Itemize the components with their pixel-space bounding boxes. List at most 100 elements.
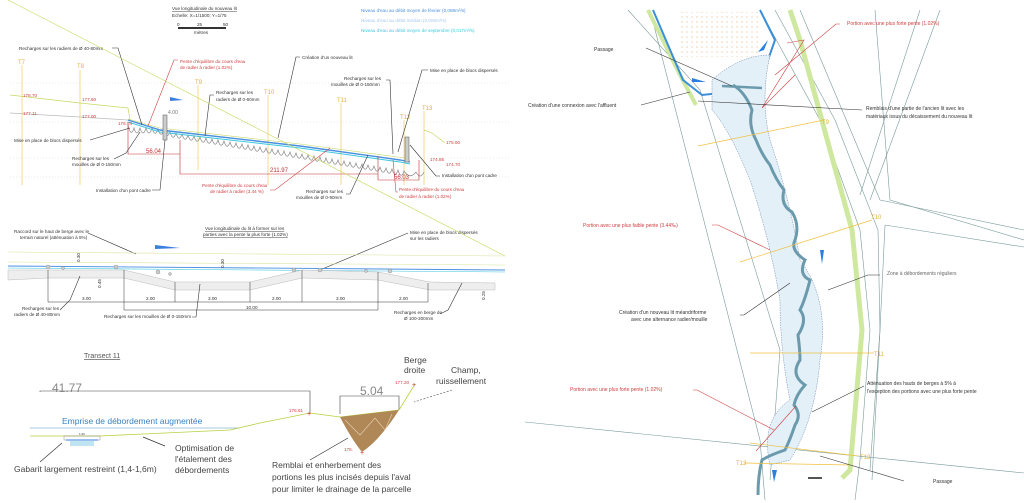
dimension-label: 4.00 [168,110,178,116]
annotation: radiers de Ø 0-60mm [216,97,260,102]
transect-label: T10 [264,90,275,96]
transect-title: Transect 11 [84,353,120,360]
annotation: Ø 100-300mm [404,316,434,321]
annotation: de radier à radier (1.02%) [180,65,233,70]
elevation-label: 177.11 [23,111,37,116]
annotation: Remblais d'une partie de l'ancien lit av… [866,106,965,112]
segment-length: 2.00 [272,296,281,301]
flow-arrow-icon [758,40,768,52]
elevation-label: 175.60 [446,140,460,145]
elevation-label: 176.61 [289,408,303,413]
elevation-label: 176.84 [118,121,132,126]
annotation: Zone à débordements réguliers [887,271,957,277]
water-line [7,265,506,271]
annotation: Passage [594,47,614,53]
fill-backfill [340,410,399,452]
annotation: Gabarit largement restreint (1,4-1,6m) [14,464,157,474]
scale-tick: 25 [197,22,203,27]
svg-text:+: + [360,450,364,457]
transect-label: T7 [18,60,26,66]
annotation: Recharges sur les [72,156,110,161]
elevation-label: 177.00 [82,114,96,119]
dimension-label: 56.03 [394,175,410,181]
annotation: ruissellement [436,376,487,386]
annotation: droite [404,365,426,375]
height-label: 0.25 [481,291,486,300]
annotation: Recharges sur les [216,90,254,95]
transect-label: T11 [337,98,348,104]
elevation-label: 174.85 [430,157,444,162]
elevation-label: 177.20 [395,380,409,385]
overflow-zone [711,54,823,466]
detail-profile: Vue longitudinale du lit à former sur le… [7,0,506,321]
scale-bar [178,27,226,29]
annotation: Berge [404,355,427,365]
annotation: portions les plus incisés depuis l'aval [272,472,411,482]
annotation: Mise en place de blocs dispersés [430,68,498,73]
annotation: Mise en place de blocs dispersés [14,138,82,143]
detail-title: Vue longitudinale du lit à former sur le… [205,226,285,231]
annotation: pour limiter le drainage de la parcelle [272,484,412,494]
legend-median: Niveau d'eau au débit médian (0,008m³/s) [361,18,447,23]
annotation: Recharges en berge de [394,310,442,315]
bridge-right [404,136,410,163]
annotation: Raccord sur le haut de berge avec le [14,229,90,234]
annotation: Recharges sur les [344,76,382,81]
annotation: Portion avec une plus forte pente (1.02%… [570,387,663,393]
transect-label: T8 [77,64,85,70]
transect-label: T11 [874,352,885,358]
annotation: Pente d'équilibre du cours d'eau [202,183,268,188]
annotation: Recharges sur les mouilles de Ø 0-150mm [104,314,191,319]
longitudinal-profile: Vue longitudinale du nouveau lit Echelle… [9,6,510,200]
svg-text:+: + [307,411,311,418]
annotation: mouilles de Ø 0-90mm [296,195,342,200]
elevation-label: 175. [344,447,353,452]
dimension-label: 211.97 [270,168,289,174]
bank-strip [787,9,865,480]
flow-arrow-icon [692,78,706,82]
annotation: matériaux issus du décaissement du nouve… [866,114,973,120]
height-label: 0.30 [220,259,225,268]
transect-label: T9 [822,120,830,126]
transect-label: T12 [860,455,871,461]
annotation: Recharges sur les radiers de Ø 40-80mm [19,46,103,51]
annotation: débordements [175,465,229,475]
transect-label: T10 [871,215,882,221]
segment-length: 3.00 [82,296,91,301]
annotation: Atténuation des hauts de berges à 5% à [867,381,956,387]
transect-11: Transect 11 41.77 5.04 1.60 176.61 177.2… [14,353,487,494]
annotation: Création d'une connexion avec l'affluent [528,103,617,109]
annotation: Installation d'un pont cadre [442,173,497,178]
annotation: Pente d'équilibre du cours d'eau [180,59,246,64]
annotation: Création d'un nouveau lit [302,55,353,60]
flow-arrow-icon [772,470,777,482]
scale-tick: 50 [223,22,229,27]
new-meandering-channel [732,83,812,496]
water-level-feb [127,119,411,163]
elevation-label: 174.70 [446,162,460,167]
annotation: Recharges sur les [22,306,60,311]
legend-feb: Niveau d'eau au débit moyen de février (… [361,8,466,13]
annotation: terrain naturel (atténuation à 5%) [20,235,88,240]
width-left: 41.77 [52,381,82,395]
transect-label: T9 [195,80,203,86]
annotation: avec une alternance radier/mouille [631,317,708,323]
annotation: l'étalement des [175,454,232,464]
transect-label: T12 [400,115,411,121]
annotation: Création d'un nouveau lit méandriforme [619,310,707,316]
annotation: de radier à radier (1.02%) [399,194,452,199]
annotation: Mise en place de blocs dispersés [410,230,478,235]
small-width: 1.60 [79,432,85,436]
flow-arrow-icon [170,97,183,101]
annotation: Recharges sur les [306,189,344,194]
annotation: Portion avec une plus faible pente (3.44… [583,223,678,229]
transect-label: T13 [422,106,433,112]
total-length: 10.00 [246,305,258,310]
segment-length: 3.00 [208,296,217,301]
elevation-label: 177.60 [82,97,96,102]
profile-scale: Echelle: X=1/1500; Y=1/75 [172,13,227,18]
small-channel [70,441,94,446]
svg-text:+: + [412,382,416,389]
flow-arrow-icon [155,245,180,249]
